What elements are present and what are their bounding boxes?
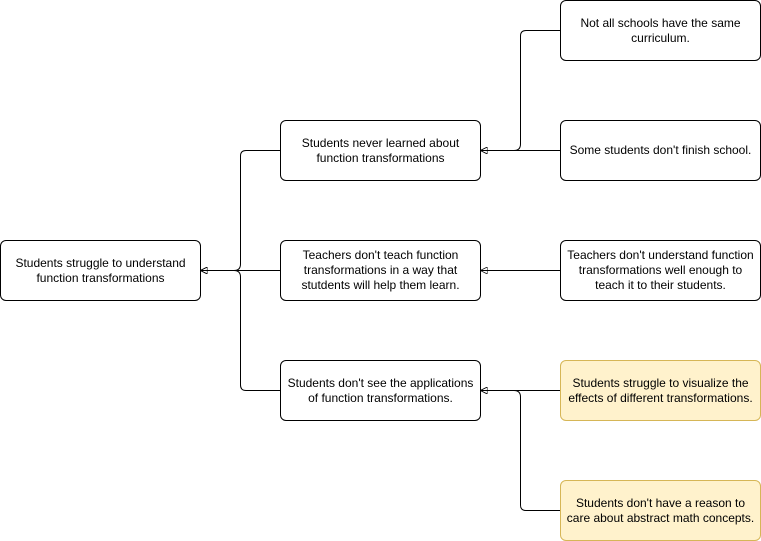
connector-sub-3b-to-cause-3 [481,391,560,511]
connector-cause-3-to-root [201,271,280,391]
sub-cause-1b-text: Some students don't finish school. [569,143,752,157]
cause-node-1: Students never learned about function tr… [280,120,481,181]
sub-cause-2a-text: Teachers don't understand function trans… [567,248,754,292]
root-problem-node: Students struggle to understand function… [0,240,201,301]
sub-cause-node-3b: Students don't have a reason to care abo… [560,480,761,541]
sub-cause-1a-text: Not all schools have the same curriculum… [580,15,741,45]
sub-cause-node-1b: Some students don't finish school. [560,120,761,181]
sub-cause-node-3a: Students struggle to visualize the effec… [560,360,761,421]
root-problem-text: Students struggle to understand function… [15,255,186,285]
cause-node-2: Teachers don't teach function transforma… [280,240,481,301]
cause-3-text: Students don't see the applications of f… [287,375,474,405]
cause-node-3: Students don't see the applications of f… [280,360,481,421]
sub-cause-3a-text: Students struggle to visualize the effec… [568,375,753,405]
sub-cause-3b-text: Students don't have a reason to care abo… [566,495,755,525]
cause-2-text: Teachers don't teach function transforma… [301,248,460,292]
connector-sub-1a-to-cause-1 [481,30,560,151]
connector-cause-1-to-root [201,150,280,271]
sub-cause-node-1a: Not all schools have the same curriculum… [560,0,761,61]
cause-1-text: Students never learned about function tr… [301,135,460,165]
sub-cause-node-2a: Teachers don't understand function trans… [560,240,761,301]
